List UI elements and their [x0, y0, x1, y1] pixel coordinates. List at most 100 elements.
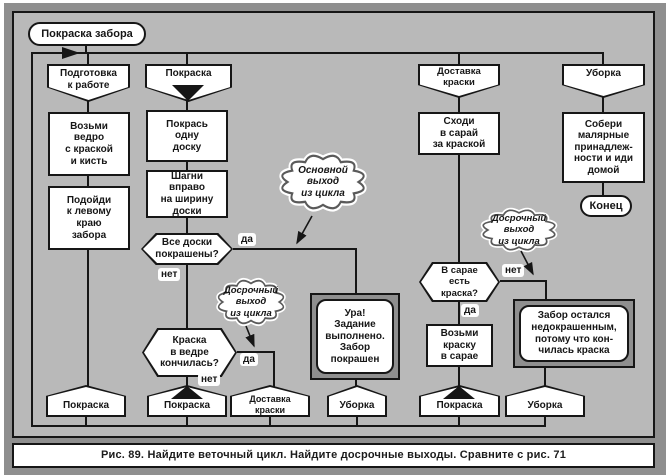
end-label: Конец	[589, 199, 623, 212]
decision-paint-in-shed-label: В сарае есть краска?	[441, 265, 478, 299]
connector-top-bus	[31, 52, 604, 54]
next-branch-cleanup-label: Уборка	[339, 400, 375, 412]
step-step-right: Шагни вправо на ширину доски	[146, 170, 228, 218]
cloud-pointer-arrow-icon	[296, 215, 313, 245]
connector	[602, 96, 604, 112]
next-branch-cleanup: Уборка	[327, 385, 387, 417]
decision-paint-in-shed: В сарае есть краска?	[419, 262, 500, 302]
note-early-exit-label: Досрочный выход из цикла	[223, 285, 279, 319]
connector	[186, 99, 188, 110]
end-terminator: Конец	[580, 195, 632, 217]
branch-header-delivery: Доставка краски	[418, 64, 500, 98]
connector	[87, 100, 89, 112]
connector	[87, 176, 89, 186]
figure-caption: Рис. 89. Найдите веточный цикл. Найдите …	[100, 449, 567, 462]
branch-header-prep-label: Подготовка к работе	[60, 68, 117, 91]
step-paint-one-board-label: Покрась одну доску	[166, 118, 208, 153]
note-main-exit-label: Основной выход из цикла	[298, 164, 348, 199]
step-go-to-shed: Сходи в сарай за краской	[418, 112, 500, 155]
connector	[269, 417, 271, 425]
connector-yes-branch	[237, 351, 275, 353]
next-branch-paint-loop2-label: Покраска	[436, 400, 483, 412]
start-terminator: Покраска забора	[28, 22, 146, 46]
note-early-exit2-label: Досрочный выход из цикла	[491, 213, 547, 247]
connector	[186, 417, 188, 425]
note-main-exit-cloud: Основной выход из цикла	[274, 150, 372, 214]
connector	[544, 368, 546, 387]
connector	[186, 377, 188, 387]
decision-paint-ran-out: Краска в ведре кончилась?	[142, 328, 237, 377]
branch-header-paint: Покраска	[145, 64, 232, 102]
connector	[85, 44, 87, 54]
connector	[186, 54, 188, 64]
next-branch-cleanup2-label: Уборка	[527, 400, 563, 412]
connector	[85, 417, 87, 425]
decision-paint-ran-out-label: Краска в ведре кончилась?	[160, 335, 219, 370]
start-label: Покраска забора	[41, 27, 133, 40]
step-go-to-shed-label: Сходи в сарай за краской	[432, 116, 486, 151]
step-go-to-left-edge: Подойди к левому краю забора	[48, 186, 130, 250]
connector	[458, 302, 460, 324]
yes-label: да	[461, 304, 479, 317]
note-early-exit-cloud: Досрочный выход из цикла	[212, 276, 290, 328]
step-take-paint-in-shed: Возьми краску в сарае	[426, 324, 493, 367]
connector	[355, 380, 357, 387]
no-label: нет	[158, 268, 181, 281]
no-label: нет	[198, 373, 221, 386]
connector	[545, 280, 547, 299]
connector	[356, 417, 358, 425]
yes-label: да	[240, 353, 258, 366]
result-success: Ура! Задание выполнено. Забор покрашен	[310, 293, 400, 380]
connector	[458, 96, 460, 112]
next-branch-paint-loop-label: Покраска	[163, 400, 211, 412]
connector	[355, 248, 357, 293]
connector	[87, 250, 89, 387]
connector-bottom-bus	[31, 425, 546, 427]
connector	[186, 265, 188, 328]
note-early-exit-cloud2: Досрочный выход из цикла	[476, 206, 562, 254]
step-go-to-left-edge-label: Подойди к левому краю забора	[66, 194, 112, 241]
yes-label: да	[238, 233, 256, 246]
step-collect-tools: Собери малярные принадлеж- ности и иди д…	[562, 112, 645, 183]
step-take-paint-in-shed-label: Возьми краску в сарае	[440, 328, 479, 363]
connector	[602, 54, 604, 64]
result-fence-unfinished-label: Забор остался недокрашенным, потому что …	[531, 310, 617, 357]
connector-loop-return	[31, 52, 33, 427]
connector	[602, 183, 604, 195]
connector	[87, 54, 89, 64]
step-collect-tools-label: Собери малярные принадлеж- ности и иди д…	[574, 118, 633, 176]
flow-direction-arrow-icon	[62, 47, 80, 59]
branch-header-cleanup-label: Уборка	[586, 68, 621, 79]
step-step-right-label: Шагни вправо на ширину доски	[160, 170, 214, 217]
connector	[458, 54, 460, 64]
step-take-bucket-label: Возьми ведро с краской и кисть	[65, 120, 113, 167]
connector-no-branch	[500, 280, 547, 282]
next-branch-delivery-label: Доставка краски	[249, 394, 291, 415]
connector	[458, 367, 460, 387]
connector	[458, 417, 460, 425]
caption-bar: Рис. 89. Найдите веточный цикл. Найдите …	[12, 443, 655, 468]
decision-all-boards-painted: Все доски покрашены?	[141, 233, 233, 265]
connector-yes-branch	[233, 248, 357, 250]
decision-all-boards-painted-label: Все доски покрашены?	[155, 237, 219, 260]
branch-header-cleanup: Уборка	[562, 64, 645, 98]
step-paint-one-board: Покрась одну доску	[146, 110, 228, 162]
result-success-label: Ура! Задание выполнено. Забор покрашен	[325, 307, 385, 365]
next-branch-paint-label: Покраска	[62, 400, 110, 412]
branch-header-paint-label: Покраска	[165, 68, 212, 79]
branch-header-prep: Подготовка к работе	[47, 64, 130, 102]
connector	[544, 417, 546, 425]
next-branch-paint: Покраска	[46, 385, 126, 417]
connector	[458, 155, 460, 262]
no-label: нет	[502, 264, 525, 277]
connector	[273, 351, 275, 387]
result-fence-unfinished: Забор остался недокрашенным, потому что …	[513, 299, 635, 368]
next-branch-cleanup2: Уборка	[505, 385, 585, 417]
step-take-bucket: Возьми ведро с краской и кисть	[48, 112, 130, 176]
next-branch-delivery: Доставка краски	[230, 385, 310, 417]
cloud-pointer-arrow-icon	[245, 325, 255, 348]
branch-header-delivery-label: Доставка краски	[437, 66, 481, 89]
connector	[186, 218, 188, 233]
